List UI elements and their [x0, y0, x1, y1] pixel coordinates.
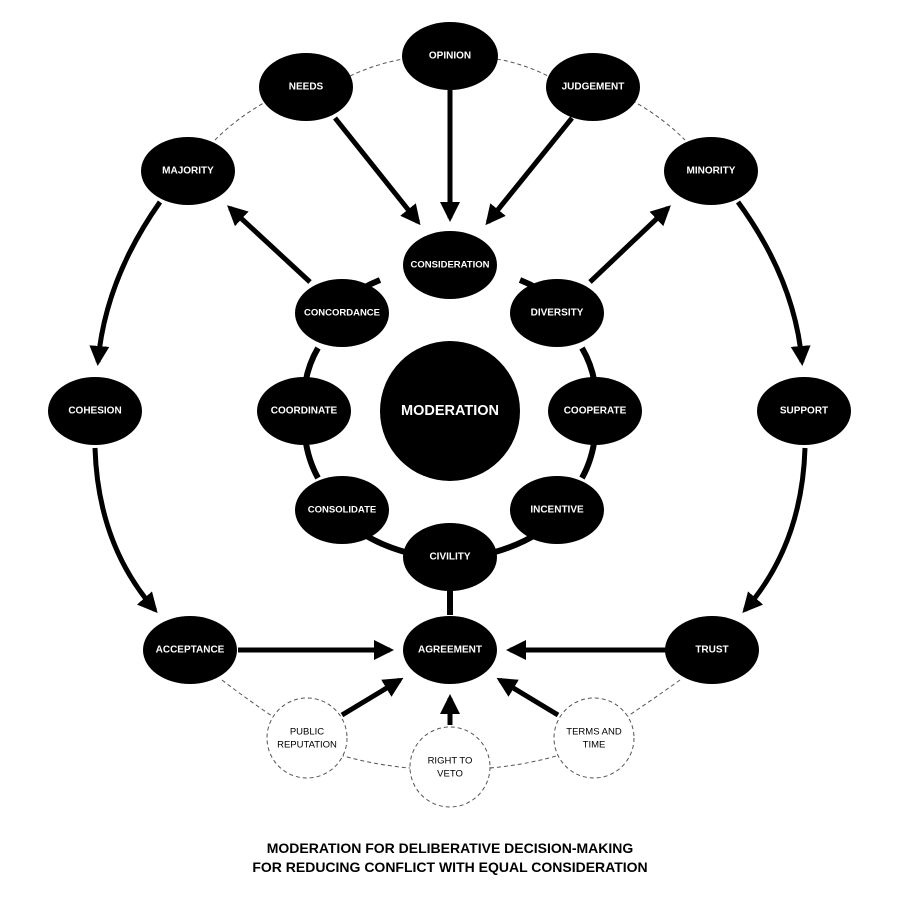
svg-text:PUBLIC: PUBLIC	[290, 727, 324, 738]
svg-text:VETO: VETO	[437, 769, 463, 780]
dashed-node-terms-and-time: TERMS AND TIME	[553, 697, 635, 779]
svg-text:AGREEMENT: AGREEMENT	[418, 645, 482, 656]
node-cooperate: COOPERATE	[548, 377, 642, 445]
svg-text:TRUST: TRUST	[695, 645, 728, 656]
node-incentive: INCENTIVE	[510, 476, 604, 544]
svg-text:CONSOLIDATE: CONSOLIDATE	[308, 505, 376, 516]
node-agreement: AGREEMENT	[403, 616, 497, 684]
svg-text:OPINION: OPINION	[429, 51, 471, 62]
svg-text:COORDINATE: COORDINATE	[271, 406, 338, 417]
svg-text:COHESION: COHESION	[68, 406, 121, 417]
node-cohesion: COHESION	[48, 377, 142, 445]
dashed-node-public-reputation: PUBLIC REPUTATION	[266, 697, 348, 779]
node-moderation: MODERATION	[380, 341, 520, 481]
node-opinion: OPINION	[402, 22, 498, 90]
svg-text:CONCORDANCE: CONCORDANCE	[304, 308, 380, 319]
svg-text:CONSIDERATION: CONSIDERATION	[411, 260, 490, 271]
svg-text:INCENTIVE: INCENTIVE	[530, 505, 584, 516]
node-judgement: JUDGEMENT	[546, 53, 640, 121]
svg-text:NEEDS: NEEDS	[289, 82, 324, 93]
node-consideration: CONSIDERATION	[403, 231, 497, 299]
node-needs: NEEDS	[259, 53, 353, 121]
svg-text:RIGHT TO: RIGHT TO	[428, 756, 473, 767]
node-civility: CIVILITY	[403, 523, 497, 591]
svg-text:ACCEPTANCE: ACCEPTANCE	[156, 645, 225, 656]
node-majority: MAJORITY	[141, 137, 235, 205]
svg-text:MODERATION: MODERATION	[401, 403, 499, 419]
diagram-title: MODERATION FOR DELIBERATIVE DECISION-MAK…	[252, 840, 647, 875]
node-trust: TRUST	[665, 616, 759, 684]
svg-text:COOPERATE: COOPERATE	[564, 406, 627, 417]
svg-text:TIME: TIME	[583, 740, 606, 751]
node-coordinate: COORDINATE	[257, 377, 351, 445]
node-acceptance: ACCEPTANCE	[143, 616, 237, 684]
node-consolidate: CONSOLIDATE	[295, 476, 389, 544]
arrows	[89, 90, 811, 725]
svg-text:MINORITY: MINORITY	[687, 166, 736, 177]
svg-text:JUDGEMENT: JUDGEMENT	[562, 82, 625, 93]
node-minority: MINORITY	[664, 137, 758, 205]
svg-text:REPUTATION: REPUTATION	[277, 740, 337, 751]
dashed-node-right-to-veto: RIGHT TO VETO	[409, 726, 491, 808]
svg-text:CIVILITY: CIVILITY	[429, 552, 470, 563]
node-support: SUPPORT	[757, 377, 851, 445]
node-concordance: CONCORDANCE	[295, 279, 389, 347]
title-line-2: FOR REDUCING CONFLICT WITH EQUAL CONSIDE…	[252, 859, 647, 875]
svg-text:TERMS AND: TERMS AND	[566, 727, 622, 738]
svg-text:SUPPORT: SUPPORT	[780, 406, 828, 417]
svg-text:MAJORITY: MAJORITY	[162, 166, 214, 177]
dashed-bottom-arc	[221, 679, 681, 769]
node-diversity: DIVERSITY	[510, 279, 604, 347]
title-line-1: MODERATION FOR DELIBERATIVE DECISION-MAK…	[267, 840, 634, 856]
svg-text:DIVERSITY: DIVERSITY	[531, 308, 584, 319]
